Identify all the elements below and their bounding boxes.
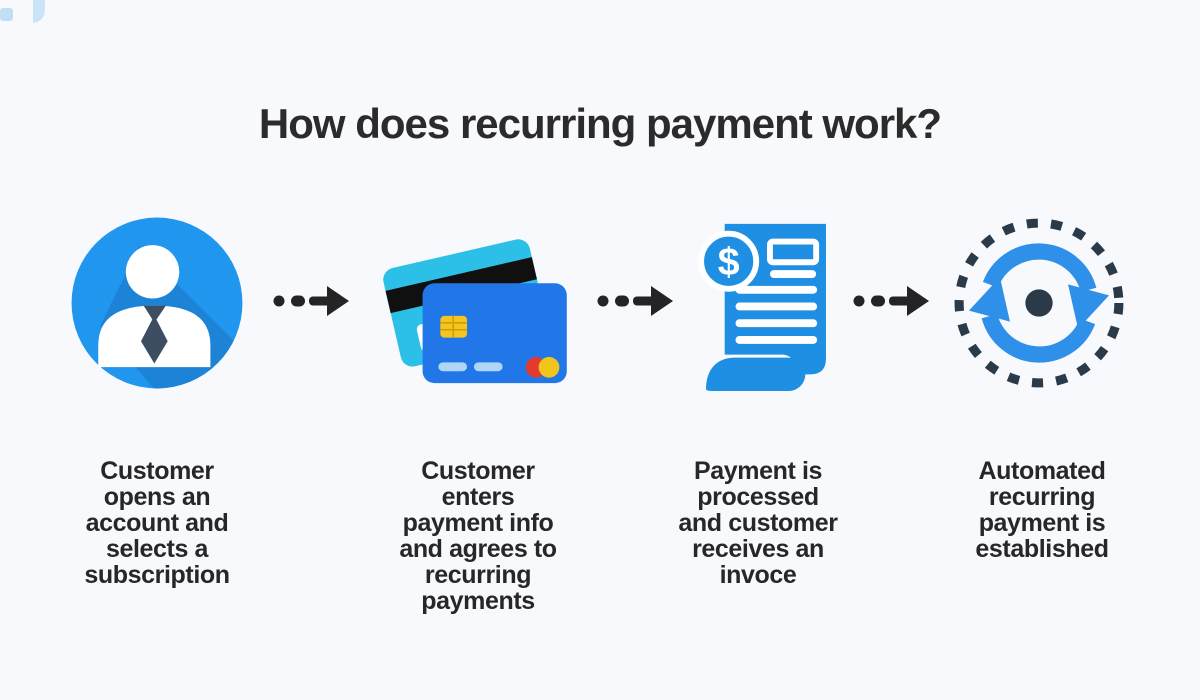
customer-account-icon — [71, 217, 243, 389]
tie-knot — [143, 305, 166, 323]
step-4-caption: Automated recurring payment is establish… — [975, 457, 1109, 563]
dollar-badge — [698, 230, 760, 292]
dollar-sign: $ — [718, 240, 740, 284]
dotted-arrow-icon — [597, 286, 673, 316]
corner-artifact-icon — [0, 0, 45, 23]
step-3-caption: Payment is processed and customer receiv… — [678, 457, 838, 589]
arrowhead-up — [968, 277, 1010, 322]
invoice-icon: $ — [698, 223, 826, 392]
arrowhead-down — [1068, 284, 1110, 329]
center-dot — [1025, 289, 1053, 317]
page-title: How does recurring payment work? — [258, 100, 942, 147]
card-brand-circles — [525, 356, 560, 378]
dashed-ring — [954, 218, 1124, 388]
step-2-caption: Customer enters payment info and agrees … — [399, 457, 557, 615]
person-head — [125, 245, 180, 299]
step-1-caption: Customer opens an account and selects a … — [84, 457, 230, 589]
dotted-arrow-icon — [273, 286, 349, 316]
recurring-payment-icon — [954, 218, 1124, 388]
tie-blade — [140, 315, 168, 364]
front-card — [422, 283, 567, 384]
payment-cards-icon — [383, 239, 567, 384]
dotted-arrow-icon — [853, 286, 929, 316]
invoice-scroll — [706, 357, 806, 392]
